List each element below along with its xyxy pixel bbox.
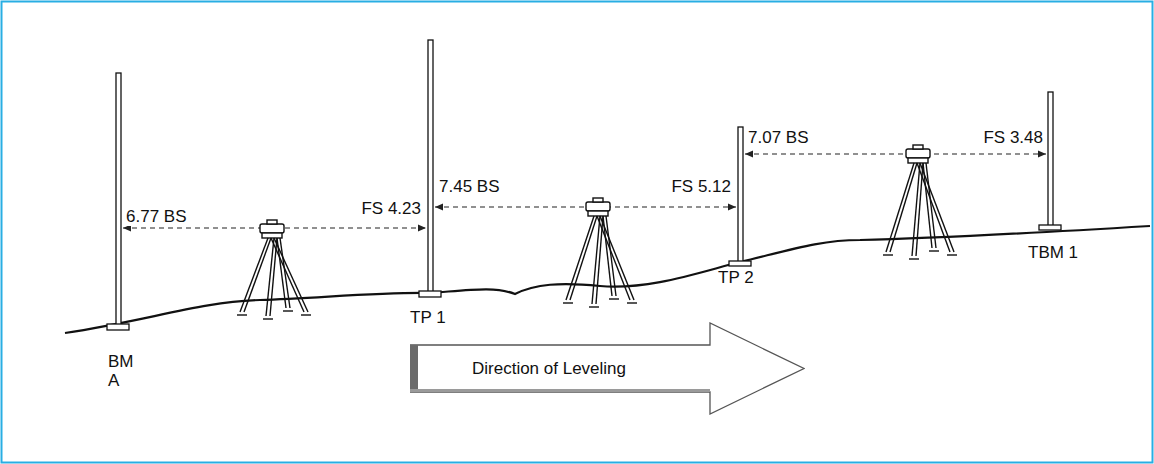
rod-reading: 7.45 BS	[437, 177, 502, 196]
station-name: TP 2	[718, 268, 754, 287]
station-name: BM A	[108, 352, 138, 390]
rod-reading: FS 5.12	[669, 177, 733, 196]
rod-reading: 7.07 BS	[746, 128, 811, 147]
station-name: TBM 1	[1028, 243, 1078, 262]
direction-arrow: Direction of Leveling	[410, 322, 805, 415]
rod-reading: FS 4.23	[359, 199, 423, 218]
rod-reading: FS 3.48	[981, 128, 1045, 147]
sight-lines	[123, 154, 1046, 228]
station-name: TP 1	[410, 308, 446, 327]
leveling-rods	[107, 40, 1061, 330]
tripod-level	[563, 198, 637, 307]
tripod-level	[883, 145, 957, 259]
arrow-caption: Direction of Leveling	[472, 359, 626, 379]
rod-reading: 6.77 BS	[124, 207, 189, 226]
level-instruments	[237, 145, 957, 319]
tripod-level	[237, 220, 311, 319]
